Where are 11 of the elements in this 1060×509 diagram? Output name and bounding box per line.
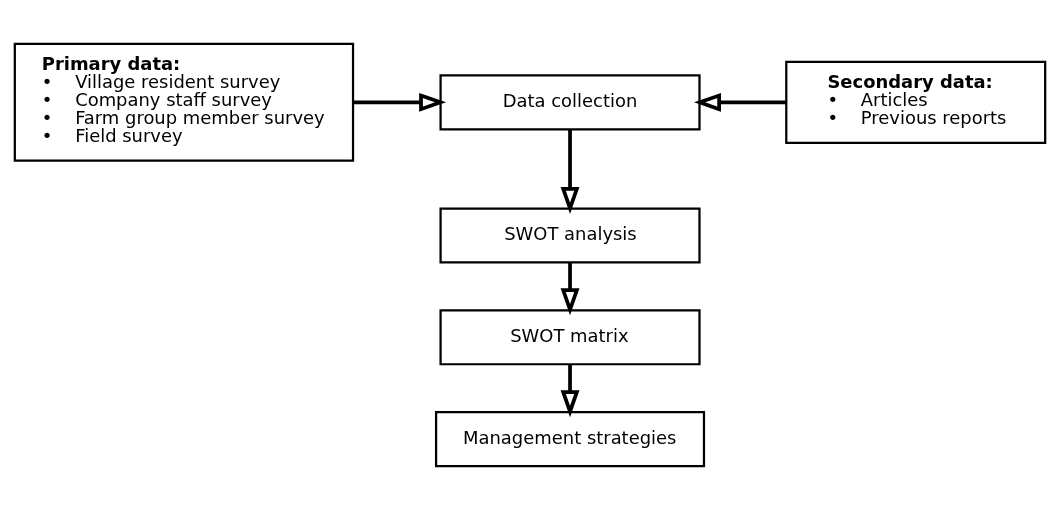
node-box: Management strategies (434, 410, 706, 467)
node-box: Data collection (439, 73, 701, 130)
arrow (353, 92, 447, 112)
arrow (694, 92, 787, 112)
arrow (560, 129, 580, 214)
node-box: Primary data: • Village resident survey • Company staff survey • Farm group member survey • Field survey (13, 42, 355, 162)
node-box: Secondary data: • Articles • Previous reports (785, 60, 1047, 144)
node-box: SWOT analysis (439, 207, 701, 264)
node-box: SWOT matrix (439, 308, 701, 365)
arrow (560, 364, 580, 417)
arrow (560, 262, 580, 315)
